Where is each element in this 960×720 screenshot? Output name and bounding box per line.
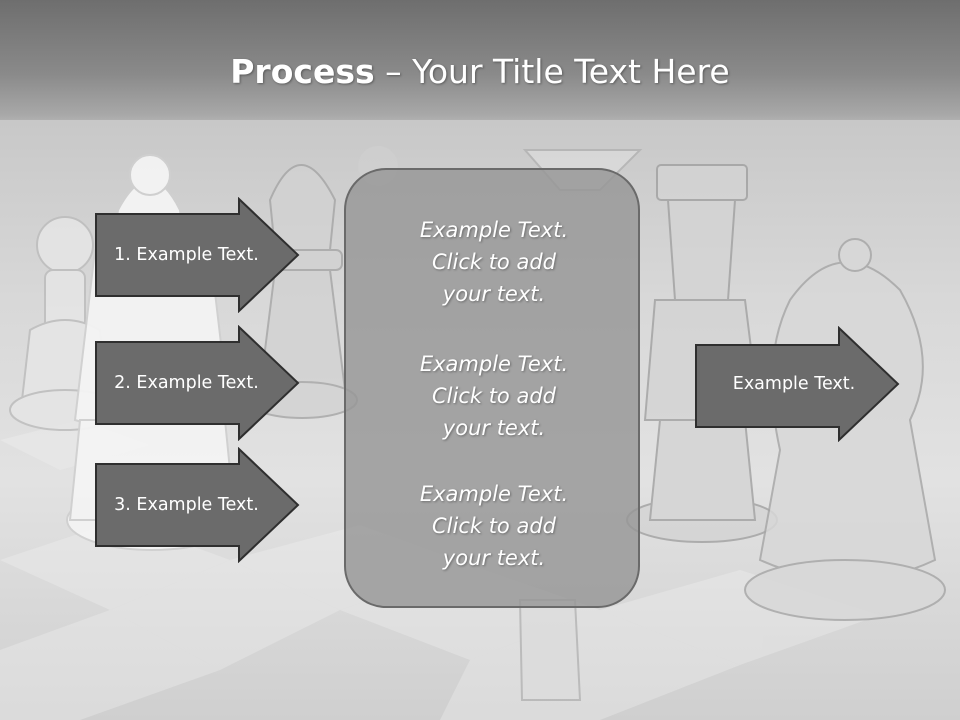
title-bold-text: Process (230, 52, 375, 91)
step-arrow-2[interactable]: 2. Example Text. (94, 325, 300, 441)
center-block-2-line2: Click to add (431, 384, 556, 408)
arrow-shape (95, 197, 300, 313)
title-band (0, 0, 960, 135)
center-block-1-line1: Example Text. (419, 218, 569, 242)
center-block-3-line1: Example Text. (419, 482, 569, 506)
slide-title[interactable]: Process – Your Title Text Here (0, 52, 960, 91)
center-block-1: Example Text. Click to add your text. (346, 214, 642, 310)
center-block-1-line2: Click to add (431, 250, 556, 274)
center-block-2: Example Text. Click to add your text. (346, 348, 642, 444)
step-arrow-1-label: 1. Example Text. (114, 245, 259, 265)
step-arrow-1[interactable]: 1. Example Text. (94, 197, 300, 313)
arrow-shape (95, 325, 300, 441)
result-arrow-label: Example Text. (732, 374, 856, 394)
center-text-box[interactable]: Example Text. Click to add your text. Ex… (344, 168, 640, 608)
center-block-3-line3: your text. (442, 546, 546, 570)
result-arrow[interactable]: Example Text. (694, 326, 900, 442)
center-block-2-line1: Example Text. (419, 352, 569, 376)
center-block-2-line3: your text. (442, 416, 546, 440)
arrow-shape (695, 326, 900, 442)
center-block-3-line2: Click to add (431, 514, 556, 538)
center-block-1-line3: your text. (442, 282, 546, 306)
step-arrow-3[interactable]: 3. Example Text. (94, 447, 300, 563)
step-arrow-2-label: 2. Example Text. (114, 373, 259, 393)
title-rest-text: – Your Title Text Here (374, 52, 730, 91)
step-arrow-3-label: 3. Example Text. (114, 495, 259, 515)
arrow-shape (95, 447, 300, 563)
center-block-3: Example Text. Click to add your text. (346, 478, 642, 574)
